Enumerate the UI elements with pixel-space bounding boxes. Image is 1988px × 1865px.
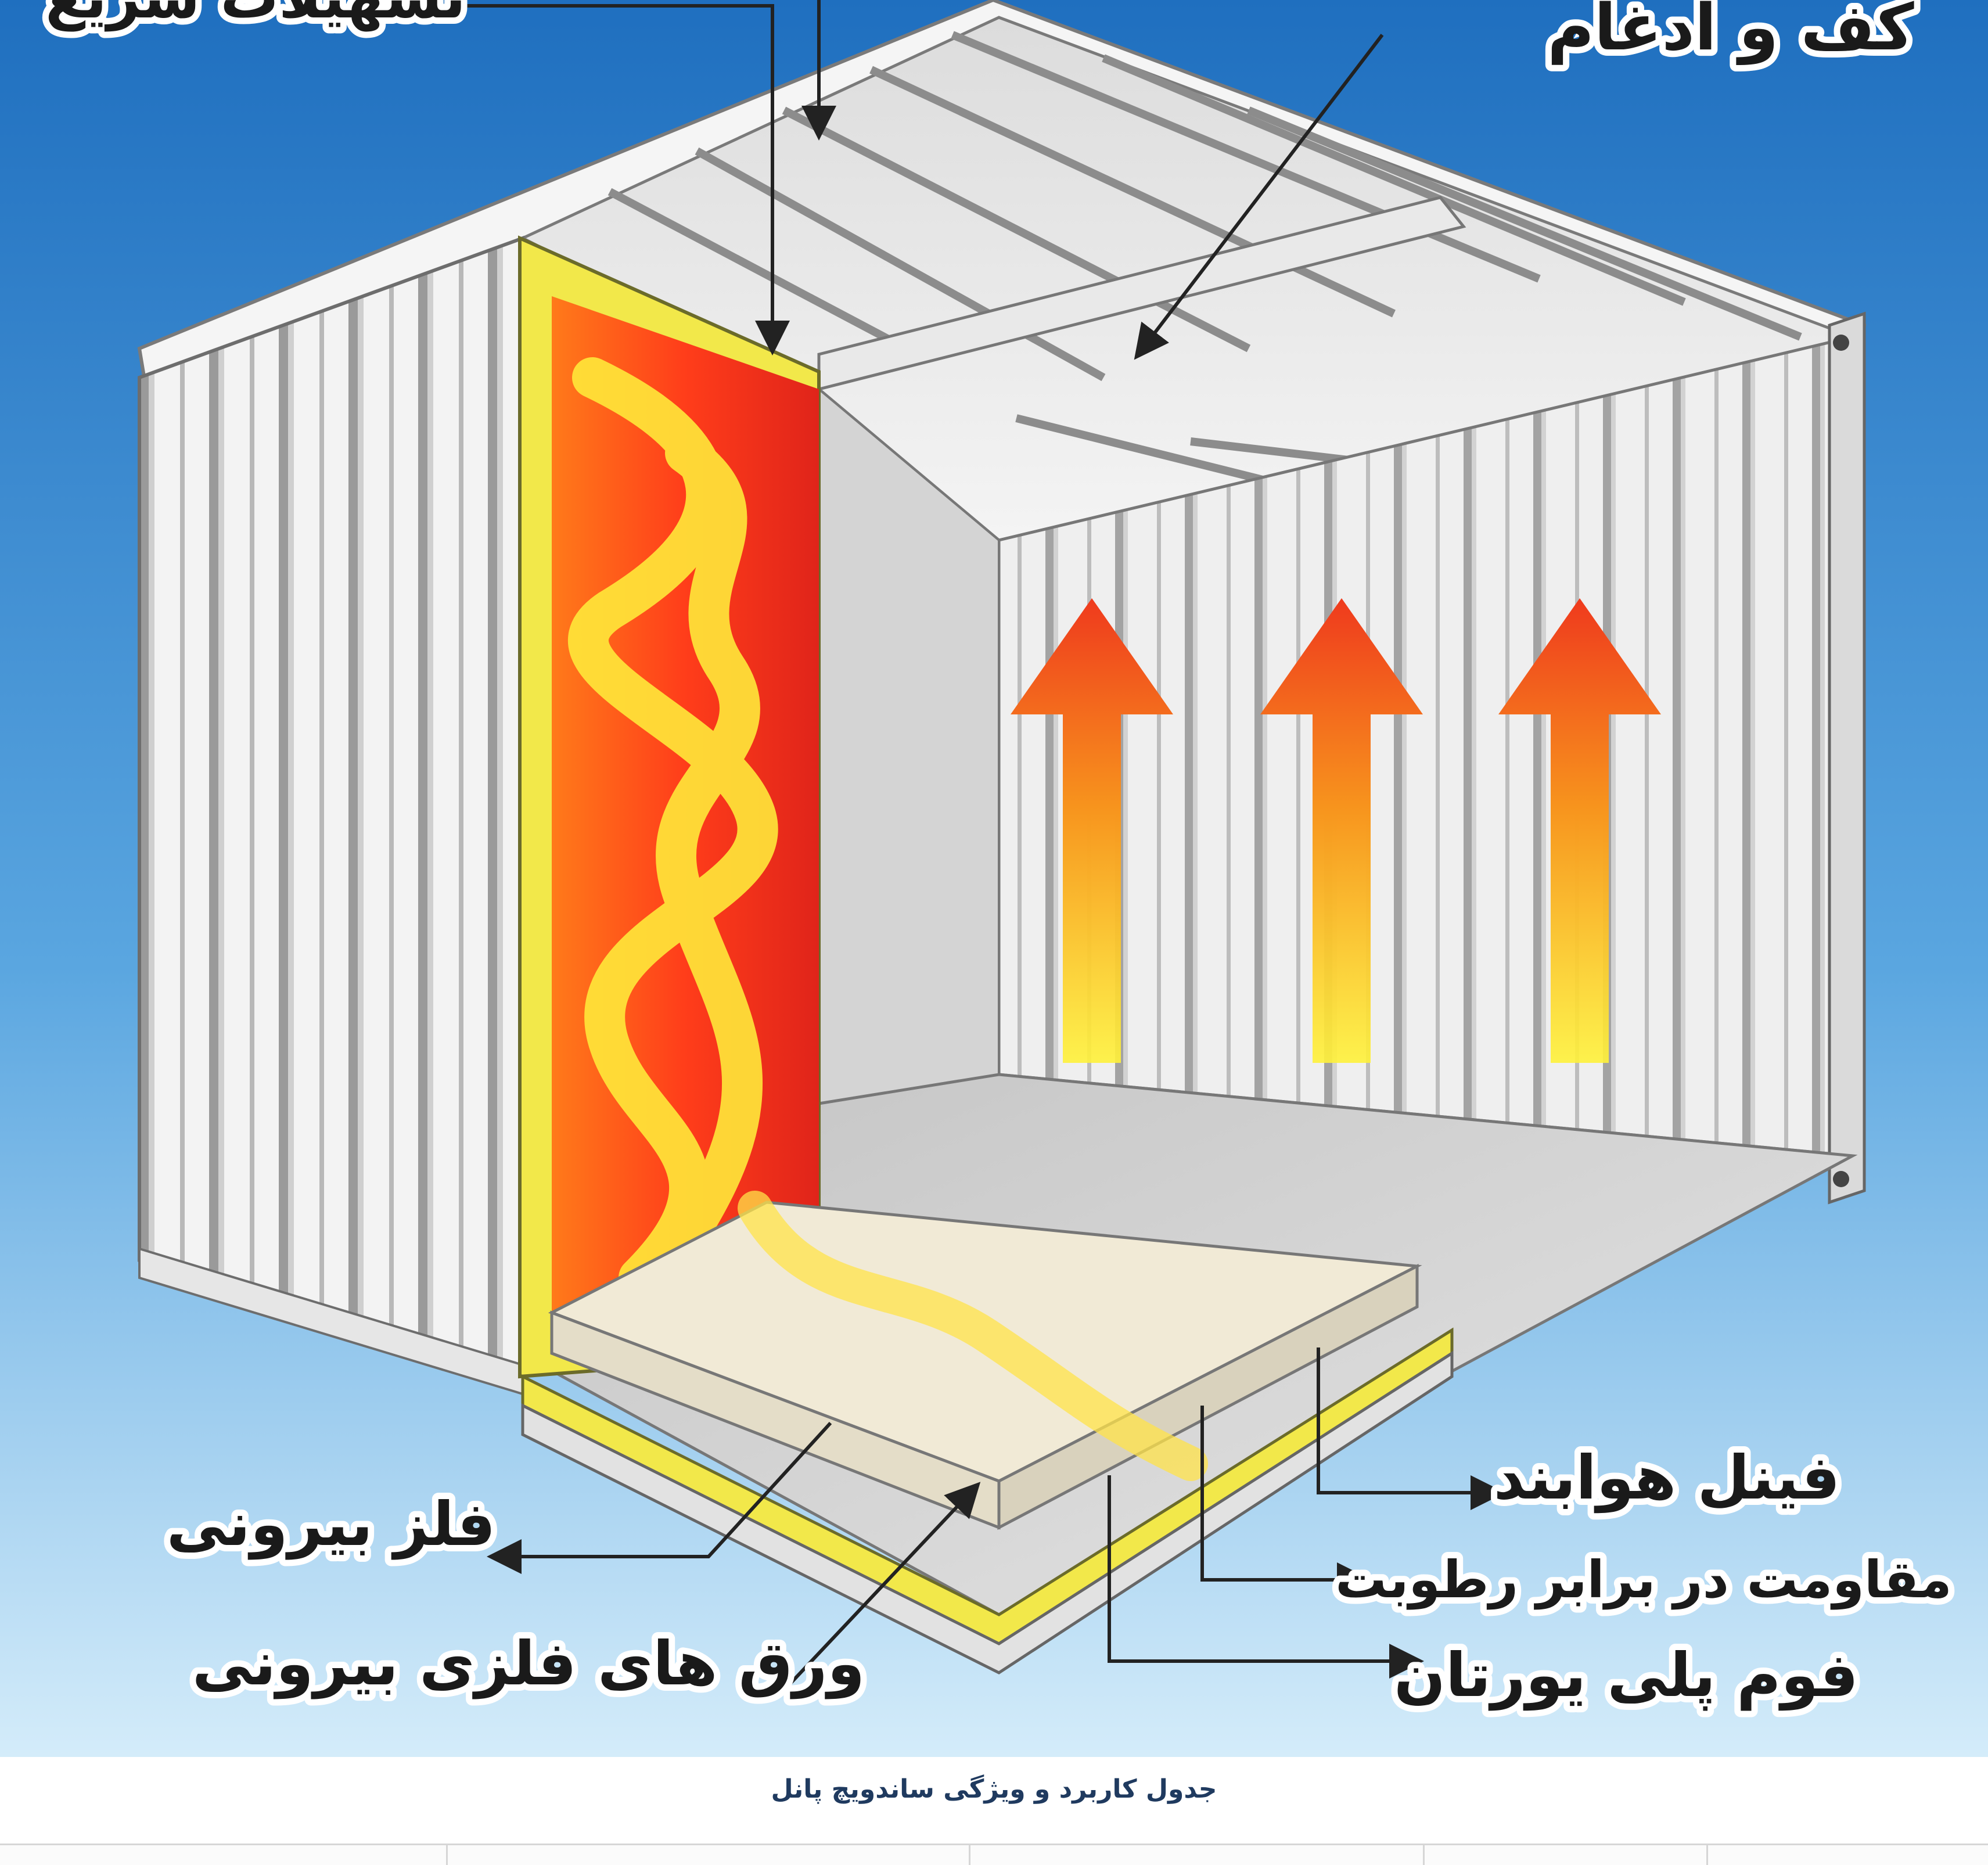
table-header-strip	[0, 1844, 1988, 1865]
diagram-labels: تسهیلات سریع کف و ادغام فینل هوابند مقاو…	[39, 0, 1958, 1717]
table-column	[1423, 1845, 1425, 1865]
heat-arrow	[1011, 598, 1173, 1063]
figure-caption: جدول کاربرد و ویژگی ساندویچ پانل	[771, 1774, 1217, 1804]
table-column	[1706, 1845, 1708, 1865]
foam-slab-side	[997, 1263, 1419, 1530]
bolt-top	[1833, 335, 1849, 351]
leader-lines	[430, 0, 1505, 1692]
label-moisture-resistance: مقاومت در برابر رطوبت	[1335, 1550, 1952, 1610]
label-vinyl: فینل هوابند	[1494, 1442, 1840, 1513]
label-polyurethane-foam: فوم پلی یورتان	[1394, 1640, 1858, 1711]
ceiling-ribs	[607, 31, 1802, 538]
label-floor-and-merge: کف و ادغام	[1547, 0, 1914, 65]
label-top-left: تسهیلات سریع	[45, 0, 466, 32]
label-outer-metal-sheets: ورق های فلزی بیرونی	[192, 1628, 865, 1699]
fire-flames	[568, 357, 778, 1298]
outer-base-plate	[521, 1350, 1454, 1674]
heat-arrows	[1011, 598, 1661, 1063]
label-outer-metal: فلز بیرونی	[167, 1489, 496, 1560]
bolt-bottom	[1833, 1171, 1849, 1187]
heat-arrow	[1260, 598, 1423, 1063]
table-column	[446, 1845, 448, 1865]
table-column	[969, 1845, 970, 1865]
right-edge-post	[1828, 311, 1866, 1205]
sandwich-panel-diagram: تسهیلات سریع کف و ادغام فینل هوابند مقاو…	[0, 0, 1988, 1757]
foam-heat-trail	[738, 1191, 1208, 1481]
heat-arrow	[1498, 598, 1661, 1063]
left-outer-wall	[138, 235, 524, 1379]
